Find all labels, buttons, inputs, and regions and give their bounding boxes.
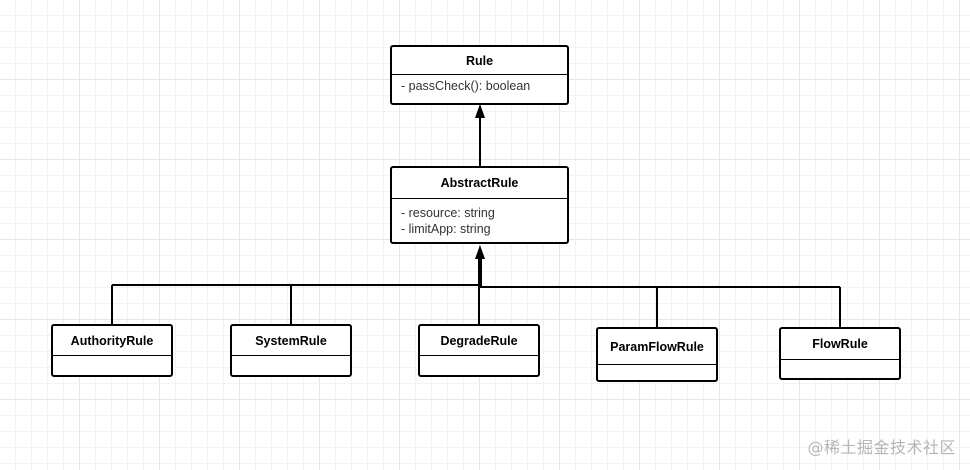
watermark: @稀土掘金技术社区 xyxy=(807,438,956,457)
class-attribute: - resource: string xyxy=(401,206,495,220)
class-system-rule[interactable]: SystemRule xyxy=(230,324,352,377)
class-attributes: - passCheck(): boolean xyxy=(392,75,567,97)
class-attribute: - limitApp: string xyxy=(401,222,491,236)
class-name: SystemRule xyxy=(232,326,350,356)
inheritance-arrowhead-rule xyxy=(475,104,485,118)
class-abstract-rule[interactable]: AbstractRule - resource: string - limitA… xyxy=(390,166,569,244)
class-name: AbstractRule xyxy=(392,168,567,199)
class-name: FlowRule xyxy=(781,329,899,360)
class-attribute: - passCheck(): boolean xyxy=(401,79,531,93)
class-degrade-rule[interactable]: DegradeRule xyxy=(418,324,540,377)
class-flow-rule[interactable]: FlowRule xyxy=(779,327,901,380)
class-name: AuthorityRule xyxy=(53,326,171,356)
class-param-flow-rule[interactable]: ParamFlowRule xyxy=(596,327,718,382)
class-attributes: - resource: string - limitApp: string xyxy=(392,199,567,240)
class-rule[interactable]: Rule - passCheck(): boolean xyxy=(390,45,569,105)
class-authority-rule[interactable]: AuthorityRule xyxy=(51,324,173,377)
class-name: Rule xyxy=(392,47,567,75)
inheritance-arrowhead-abstractrule xyxy=(475,245,485,259)
class-name: DegradeRule xyxy=(420,326,538,356)
class-name: ParamFlowRule xyxy=(598,329,716,365)
